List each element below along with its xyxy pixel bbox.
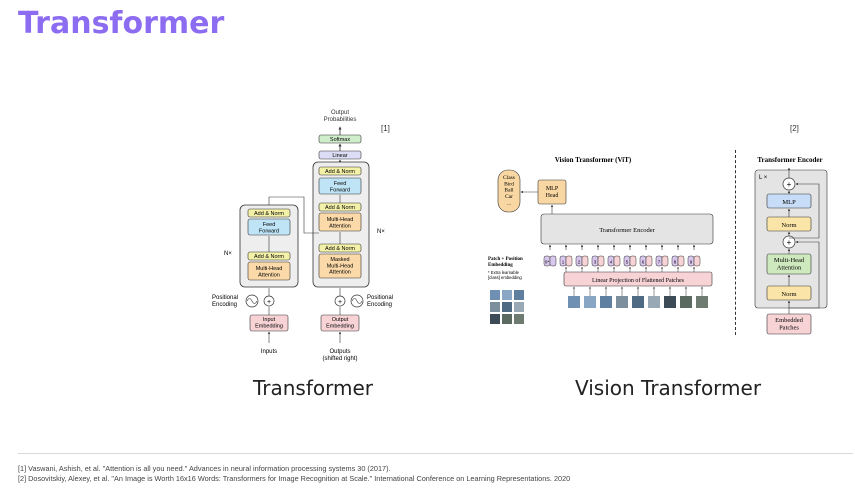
caption-vision-transformer: Vision Transformer xyxy=(575,376,762,400)
patch-thumbnail xyxy=(616,296,628,308)
svg-text:Norm: Norm xyxy=(781,291,796,298)
position-token: 4 xyxy=(607,244,621,272)
patch-thumbnail xyxy=(696,296,708,308)
svg-text:Transformer Encoder: Transformer Encoder xyxy=(599,227,655,234)
reference-1: [1] Vaswani, Ashish, et al. "Attention i… xyxy=(18,464,391,473)
class-output-box xyxy=(497,169,521,213)
svg-text:Softmax: Softmax xyxy=(330,137,350,143)
position-token: 8 xyxy=(671,244,685,272)
token-label: 0* xyxy=(545,260,550,265)
dashed-separator xyxy=(735,150,736,335)
patch-thumbnail xyxy=(600,296,612,308)
encoder-lx-label: L × xyxy=(759,175,768,181)
svg-text:+: + xyxy=(338,299,342,306)
citation-marker-1: [1] xyxy=(381,124,390,133)
references-footer: [1] Vaswani, Ashish, et al. "Attention i… xyxy=(18,453,853,484)
caption-transformer: Transformer xyxy=(253,376,374,400)
outputs-label: Outputs(shifted right) xyxy=(322,349,357,362)
flattened-patch-strip xyxy=(568,286,708,308)
svg-text:Linear: Linear xyxy=(332,153,347,159)
encoder-multi-head-attention xyxy=(247,261,291,281)
token-label: 8 xyxy=(674,260,677,265)
position-token: 1 xyxy=(559,244,573,272)
svg-text:Add & Norm: Add & Norm xyxy=(254,254,284,260)
vit-title: Vision Transformer (ViT) xyxy=(555,156,632,164)
softmax-box xyxy=(318,134,362,144)
extra-learnable-note: * Extra learnable[class] embedding xyxy=(488,270,522,280)
position-token: 2 xyxy=(575,244,589,272)
token-label: 4 xyxy=(610,260,613,265)
encoder-detail-title: Transformer Encoder xyxy=(757,156,822,164)
reference-2: [2] Dosovitskiy, Alexey, et al. "An Imag… xyxy=(18,474,571,483)
linear-projection-box xyxy=(563,271,713,287)
token-label: 7 xyxy=(658,260,661,265)
vit-transformer-encoder-box xyxy=(540,213,714,245)
transformer-encoder-detail-diagram: Transformer Encoder L × + MLP Norm + Mul… xyxy=(754,156,828,335)
svg-text:+: + xyxy=(267,299,271,306)
svg-text:Add & Norm: Add & Norm xyxy=(254,211,284,217)
patch-thumbnail xyxy=(664,296,676,308)
svg-text:Add & Norm: Add & Norm xyxy=(325,169,355,175)
position-token: 6 xyxy=(639,244,653,272)
linear-box xyxy=(318,150,362,160)
svg-text:+: + xyxy=(787,180,792,189)
position-token: 3 xyxy=(591,244,605,272)
token-label: 9 xyxy=(690,260,693,265)
encoder-nx-label: N× xyxy=(224,251,232,257)
input-image-grid xyxy=(490,290,524,324)
svg-text:Norm: Norm xyxy=(781,222,796,229)
token-label: 3 xyxy=(594,260,597,265)
token-label: 6 xyxy=(642,260,645,265)
patch-thumbnail xyxy=(568,296,580,308)
svg-text:Linear Projection of Flattened: Linear Projection of Flattened Patches xyxy=(592,277,685,284)
encoder-feed-forward xyxy=(247,218,291,236)
decoder-nx-label: N× xyxy=(377,229,385,235)
patch-thumbnail xyxy=(584,296,596,308)
inputs-label: Inputs xyxy=(261,349,277,355)
decoder-multi-head-attention xyxy=(318,212,362,232)
token-label: 1 xyxy=(562,260,565,265)
position-token: 9 xyxy=(687,244,701,272)
citation-marker-2: [2] xyxy=(790,124,799,133)
position-token: 0* xyxy=(543,244,557,267)
svg-text:MLP: MLP xyxy=(782,199,796,206)
svg-text:Add & Norm: Add & Norm xyxy=(325,205,355,211)
position-token: 5 xyxy=(623,244,637,272)
patch-thumbnail xyxy=(680,296,692,308)
token-label: 2 xyxy=(578,260,581,265)
svg-text:+: + xyxy=(787,238,792,247)
token-label: 5 xyxy=(626,260,629,265)
position-token: 7 xyxy=(655,244,669,272)
decoder-feed-forward xyxy=(318,177,362,195)
decoder-masked-attention xyxy=(318,253,362,279)
slide-title: Transformer xyxy=(18,6,225,41)
patch-thumbnail xyxy=(648,296,660,308)
patch-thumbnail xyxy=(632,296,644,308)
svg-text:Add & Norm: Add & Norm xyxy=(325,246,355,252)
